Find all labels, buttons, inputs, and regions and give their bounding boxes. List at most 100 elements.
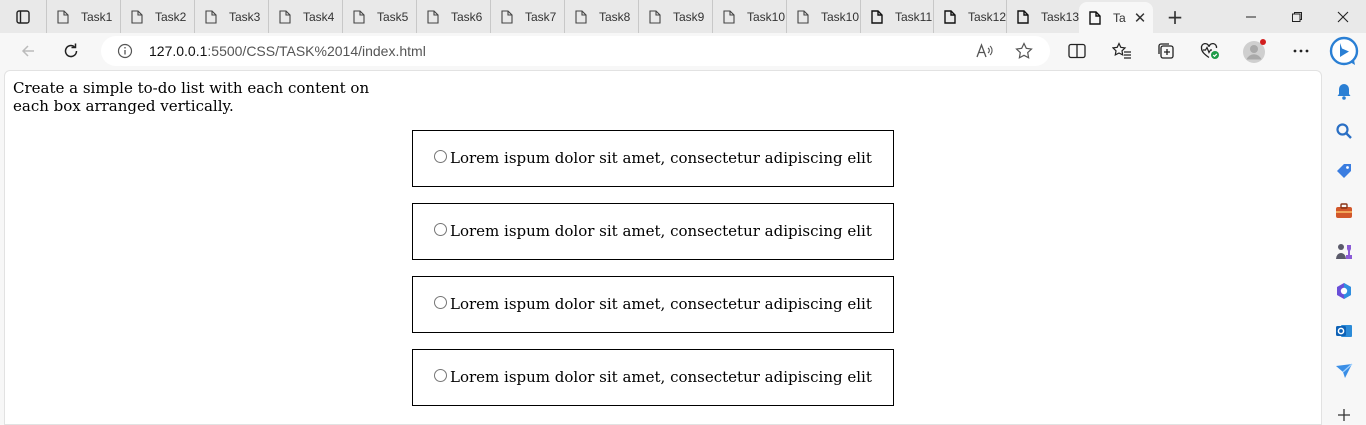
tab-strip: Task1 Task2 Task3 Task4 Task5 Task6 Task…	[0, 0, 1366, 33]
tab-label: Task11	[895, 9, 933, 24]
games-button[interactable]	[1334, 241, 1354, 261]
tab-label: Task6	[451, 9, 483, 24]
refresh-icon	[64, 43, 78, 58]
page-viewport: Create a simple to-do list with each con…	[4, 70, 1322, 425]
tab-label: Task5	[377, 9, 409, 24]
split-screen-button[interactable]	[1062, 36, 1092, 66]
search-button[interactable]	[1334, 121, 1354, 141]
back-button[interactable]	[13, 36, 43, 66]
shopping-button[interactable]	[1334, 161, 1354, 181]
tab-label: Task13	[1041, 9, 1080, 24]
profile-icon	[1243, 39, 1266, 63]
edge-sidebar	[1323, 69, 1366, 425]
todo-item: Lorem ispum dolor sit amet, consectetur …	[412, 276, 894, 333]
file-icon	[797, 9, 809, 24]
bell-icon	[1337, 84, 1351, 100]
tab-task7[interactable]: Task7	[490, 0, 564, 33]
file-icon	[131, 9, 143, 24]
tab-label: Task10	[821, 9, 860, 24]
address-bar[interactable]: 127.0.0.1:5500/CSS/TASK%2014/index.html	[101, 36, 1050, 66]
collections-button[interactable]	[1151, 36, 1181, 66]
new-tab-button[interactable]: +	[1153, 0, 1197, 33]
page-intro-text: Create a simple to-do list with each con…	[13, 79, 370, 115]
todo-item: Lorem ispum dolor sit amet, consectetur …	[412, 349, 894, 406]
tab-task12[interactable]: Task12	[933, 0, 1006, 33]
tab-task2[interactable]: Task2	[120, 0, 194, 33]
tab-task10-second[interactable]: Task10	[786, 0, 860, 33]
tab-task3[interactable]: Task3	[194, 0, 268, 33]
tab-label: Task12	[968, 9, 1007, 24]
more-button[interactable]	[1286, 36, 1316, 66]
tools-button[interactable]	[1334, 201, 1354, 221]
todo-label: Lorem ispum dolor sit amet, consectetur …	[450, 222, 872, 240]
add-icon	[1338, 409, 1350, 421]
file-icon	[1017, 9, 1029, 24]
navigation-bar: 127.0.0.1:5500/CSS/TASK%2014/index.html	[0, 33, 1366, 69]
tab-task11[interactable]: Task11	[860, 0, 933, 33]
tab-label: Task4	[303, 9, 335, 24]
tab-task13[interactable]: Task13	[1006, 0, 1079, 33]
minimize-icon	[1246, 16, 1256, 17]
outlook-button[interactable]	[1334, 321, 1354, 341]
file-icon	[279, 9, 291, 24]
tab-task5[interactable]: Task5	[342, 0, 416, 33]
file-icon	[57, 9, 69, 24]
add-sidebar-button[interactable]	[1334, 405, 1354, 425]
url-host: 127.0.0.1	[149, 43, 208, 59]
file-icon	[649, 9, 661, 24]
favorites-button[interactable]	[1107, 36, 1137, 66]
tab-active[interactable]: Ta ✕	[1079, 2, 1153, 33]
performance-button[interactable]	[1195, 36, 1225, 66]
file-icon	[944, 9, 956, 24]
bing-icon	[1329, 36, 1359, 66]
tab-actions-button[interactable]	[0, 0, 46, 33]
file-icon	[501, 9, 513, 24]
tag-icon	[1337, 164, 1351, 178]
close-window-button[interactable]	[1320, 0, 1366, 33]
refresh-button[interactable]	[56, 36, 86, 66]
drop-button[interactable]	[1334, 361, 1354, 381]
todo-radio[interactable]	[434, 223, 447, 236]
file-icon	[723, 9, 735, 24]
notifications-button[interactable]	[1334, 81, 1354, 101]
file-icon	[427, 9, 439, 24]
close-tab-icon[interactable]: ✕	[1133, 9, 1147, 27]
tab-label: Task10	[747, 9, 786, 24]
todo-radio[interactable]	[434, 369, 447, 382]
tab-task6[interactable]: Task6	[416, 0, 490, 33]
tab-task1[interactable]: Task1	[46, 0, 120, 33]
tab-task9[interactable]: Task9	[638, 0, 712, 33]
games-icon	[1336, 244, 1352, 259]
read-aloud-icon[interactable]	[976, 43, 994, 59]
file-icon	[871, 9, 883, 24]
toolbox-icon	[1336, 203, 1352, 218]
office-button[interactable]	[1334, 281, 1354, 301]
todo-radio[interactable]	[434, 296, 447, 309]
file-icon	[205, 9, 217, 24]
profile-button[interactable]	[1240, 36, 1270, 66]
restore-icon	[1292, 11, 1302, 22]
todo-label: Lorem ispum dolor sit amet, consectetur …	[450, 149, 872, 167]
minimize-button[interactable]	[1228, 0, 1274, 33]
info-icon[interactable]	[117, 43, 133, 59]
add-icon: +	[1166, 4, 1184, 29]
file-icon	[1089, 10, 1101, 25]
outlook-icon	[1336, 325, 1352, 337]
todo-radio[interactable]	[434, 150, 447, 163]
tab-task10[interactable]: Task10	[712, 0, 786, 33]
restore-button[interactable]	[1274, 0, 1320, 33]
url-text: 127.0.0.1:5500/CSS/TASK%2014/index.html	[149, 43, 426, 59]
tab-label: Task8	[599, 9, 631, 24]
file-icon	[353, 9, 365, 24]
todo-label: Lorem ispum dolor sit amet, consectetur …	[450, 368, 872, 386]
bing-copilot-button[interactable]	[1328, 35, 1360, 67]
tab-label: Ta	[1113, 10, 1126, 25]
file-icon	[575, 9, 587, 24]
performance-icon	[1200, 43, 1219, 59]
favorite-icon[interactable]	[1015, 42, 1033, 60]
todo-item: Lorem ispum dolor sit amet, consectetur …	[412, 203, 894, 260]
tab-task4[interactable]: Task4	[268, 0, 342, 33]
more-icon	[1293, 49, 1309, 53]
split-screen-icon	[1068, 43, 1086, 59]
tab-task8[interactable]: Task8	[564, 0, 638, 33]
